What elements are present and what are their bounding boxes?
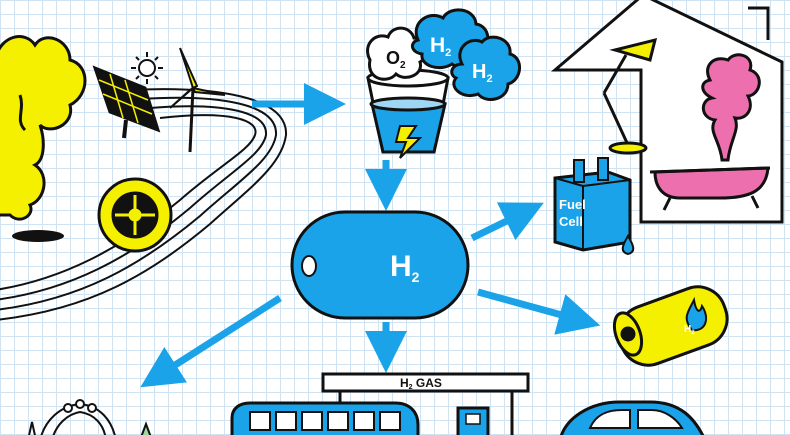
fuel-cell-label-line2: Cell [559, 214, 583, 229]
desk-lamp-icon [602, 37, 658, 155]
water-wheel [97, 177, 173, 253]
svg-text:H2 GAS: H2 GAS [400, 376, 442, 391]
gas-station-label-rest: GAS [413, 376, 442, 390]
o2-label: O [386, 48, 400, 68]
h2-cloud-b: H2 [450, 35, 521, 101]
tank-label: H [390, 250, 412, 283]
pink-steam [701, 53, 761, 162]
h2-cloud-b-label: H [472, 61, 486, 83]
chimney [748, 6, 770, 40]
svg-text:H2: H2 [390, 250, 420, 285]
gas-station: H2 GAS [321, 372, 530, 435]
hydrogen-canister: H2 [612, 285, 729, 367]
bathtub-icon [649, 166, 771, 211]
road [0, 88, 288, 321]
house [550, 0, 784, 224]
bus [230, 401, 420, 435]
h2-cloud-a-label-sub: 2 [445, 47, 451, 59]
hydrogen-tank: H2 [290, 210, 470, 320]
sun-icon [131, 52, 163, 84]
car [560, 400, 705, 435]
svg-text:H2: H2 [472, 61, 493, 85]
svg-text:H2: H2 [684, 324, 695, 336]
shadow-hole [12, 230, 64, 242]
solar-panel [92, 65, 161, 139]
arrow-to-fuel-cell [470, 202, 544, 242]
gas-station-label: H [400, 376, 409, 390]
water-drop-icon [621, 234, 635, 256]
canister-label-sub: 2 [691, 330, 695, 336]
svg-text:O2: O2 [386, 48, 406, 71]
gas-pump [456, 406, 490, 435]
h2-cloud-b-label-sub: 2 [486, 73, 492, 85]
svg-text:H2: H2 [430, 34, 451, 59]
o2-label-sub: 2 [400, 60, 406, 71]
arrows [140, 83, 601, 388]
tank-valve [301, 255, 317, 277]
bottom-left-machinery [28, 399, 152, 435]
flame-icon [685, 296, 708, 332]
fuel-cell-box: Fuel Cell [553, 157, 635, 256]
canister-label: H [684, 324, 691, 335]
tank-label-sub: 2 [412, 269, 420, 285]
arrow-to-left [140, 295, 282, 388]
arrow-to-canister [477, 288, 601, 335]
yellow-smoke-cloud [0, 35, 87, 221]
fuel-cell-label-line1: Fuel [559, 197, 586, 212]
gas-station-label-sub: 2 [409, 384, 413, 391]
wind-turbine [169, 47, 226, 153]
h2-cloud-a-label: H [430, 34, 445, 57]
electrolysis-glass [366, 68, 450, 159]
